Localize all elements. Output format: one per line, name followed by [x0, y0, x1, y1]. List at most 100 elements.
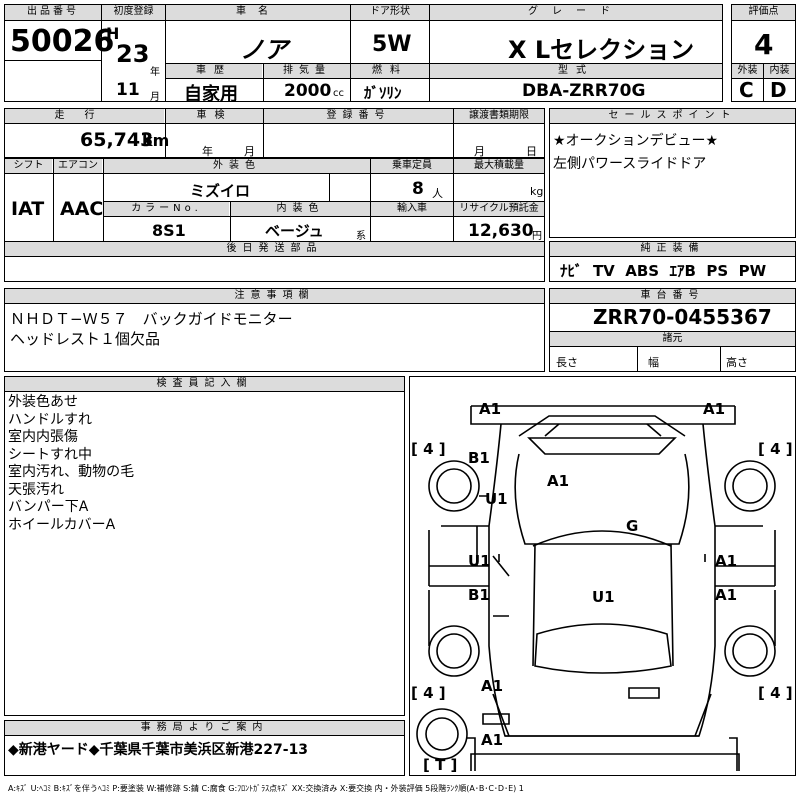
- tire-rear-right-value: 4: [770, 684, 781, 702]
- fuel-label: 燃料: [351, 64, 429, 78]
- tire-rear-left-value: 4: [423, 684, 434, 702]
- inspector-label: 検査員記入欄: [5, 377, 404, 391]
- load-label: 最大積載量: [454, 159, 544, 173]
- year-unit: 年: [150, 67, 160, 78]
- damage-roof: G: [626, 517, 639, 535]
- inspector-line: 天張汚れ: [8, 481, 64, 498]
- load-unit: kg: [530, 185, 544, 198]
- tire-spare: [ T ]: [423, 756, 458, 774]
- width-label: 幅: [648, 356, 659, 369]
- notes-label: 注意事項欄: [5, 289, 544, 303]
- damage-rear-left: A1: [481, 677, 504, 695]
- recycle-unit: 円: [532, 231, 542, 242]
- chassis-label: 車台番号: [550, 289, 795, 303]
- office-text: ◆新港ヤード◆千葉県千葉市美浜区新港227-13: [8, 742, 309, 758]
- year: 23: [116, 40, 150, 68]
- later-parts-label: 後日発送部品: [5, 242, 544, 256]
- office-label: 事務局よりご案内: [5, 721, 404, 735]
- inspector-line: ハンドルすれ: [8, 411, 92, 428]
- month: 11: [116, 80, 140, 100]
- damage-hood: A1: [547, 472, 570, 490]
- transfer-month-unit: 月: [474, 145, 485, 158]
- tire-front-right-value: 4: [770, 440, 781, 458]
- diagram-cell: [409, 376, 796, 776]
- inspector-cell: [4, 376, 405, 716]
- inspector-line: バンパー下A: [8, 499, 89, 515]
- damage-door-rear-left: B1: [468, 586, 490, 604]
- model-label: 型式: [430, 64, 722, 78]
- chassis-cell: [549, 288, 796, 372]
- inspector-line: ホイールカバーA: [8, 516, 116, 533]
- history-label: 車歴: [166, 64, 262, 78]
- fuel-value: ｶﾞｿﾘﾝ: [364, 84, 402, 102]
- mileage-value: 65,743: [80, 129, 154, 151]
- displacement-value: 2000: [284, 81, 332, 101]
- car-name: ノア: [240, 36, 288, 64]
- sales-point-1: ★オークションデビュー★: [553, 133, 719, 149]
- inspection-year-unit: 年: [202, 145, 213, 158]
- damage-door-mid-right: A1: [715, 552, 738, 570]
- car-name-label: 車名: [166, 5, 350, 20]
- tire-rear-right: [ 4 ]: [758, 684, 793, 702]
- interior-color-unit: 系: [356, 231, 366, 242]
- interior-color-label: 内装色: [231, 202, 370, 216]
- capacity-unit: 人: [432, 187, 443, 200]
- damage-door-front-left: U1: [485, 490, 508, 508]
- notes-cell: [4, 288, 545, 372]
- inspector-line: 室内汚れ、動物の毛: [8, 464, 135, 480]
- first-reg-label: 初度登録: [102, 5, 165, 20]
- shift-label: シフト: [5, 159, 52, 173]
- color-label: 外装色: [104, 159, 370, 173]
- tire-front-right: [ 4 ]: [758, 440, 793, 458]
- recycle-value: 12,630: [468, 221, 534, 241]
- displacement-label: 排気量: [264, 64, 350, 78]
- damage-door-rear-right: A1: [715, 586, 738, 604]
- model-value: DBA-ZRR70G: [522, 81, 646, 101]
- grade-value: X Lセレクション: [508, 36, 695, 64]
- inspection-month-unit: 月: [244, 145, 255, 158]
- color-value: ミズイロ: [190, 182, 251, 200]
- damage-cabin-rear: U1: [592, 588, 615, 606]
- tire-front-left: [ 4 ]: [411, 440, 446, 458]
- lot-number: 50026: [10, 24, 115, 59]
- era: H: [106, 24, 120, 43]
- transfer-label: 譲渡書類期限: [454, 109, 544, 123]
- interior-color-value: ベージュ: [265, 222, 324, 240]
- office-cell: [4, 720, 405, 776]
- exterior-label: 外装: [732, 64, 763, 78]
- score-value: 4: [754, 28, 774, 61]
- capacity-value: 8: [412, 179, 424, 199]
- recycle-label: リサイクル預託金: [454, 202, 544, 216]
- tire-spare-value: T: [435, 756, 446, 774]
- car-diagram: [416, 405, 776, 771]
- history-strip: [165, 63, 723, 102]
- inspector-line: 室内内張傷: [8, 429, 78, 445]
- genuine-label: 純正装備: [550, 242, 795, 256]
- damage-door-mid-left: U1: [468, 552, 491, 570]
- color-no-value: 8S1: [152, 221, 186, 240]
- sales-point-2: 左側パワースライドドア: [553, 156, 707, 172]
- tire-rear-left: [ 4 ]: [411, 684, 446, 702]
- later-parts-cell: [4, 241, 545, 282]
- shift-value: IAT: [11, 198, 45, 220]
- inspection-label: 車検: [166, 109, 263, 123]
- score-label: 評価点: [732, 5, 795, 20]
- notes-line-2: ヘッドレスト１個欠品: [10, 330, 161, 348]
- sales-label: セールスポイント: [550, 109, 795, 123]
- lot-label: 出品番号: [5, 5, 101, 20]
- displacement-unit: cc: [333, 88, 344, 99]
- damage-fender-left: B1: [468, 449, 490, 467]
- tire-front-left-value: 4: [423, 440, 434, 458]
- spec-label: 諸元: [550, 332, 795, 346]
- ac-label: エアコン: [54, 159, 102, 173]
- inspector-notes: 外装色あせ ハンドルすれ 室内内張傷 シートすれ中 室内汚れ、動物の毛 天張汚れ…: [8, 394, 134, 534]
- color-no-label: カラーNo.: [104, 202, 229, 216]
- legend: A:ｷｽﾞ U:ﾍｺﾐ B:ｷｽﾞを伴うﾍｺﾐ P:要塗装 W:補修跡 S:錆 …: [8, 784, 524, 793]
- grade-label: グレード: [430, 5, 722, 20]
- row2: [4, 108, 545, 158]
- ac-value: AAC: [60, 198, 104, 220]
- interior-label: 内装: [764, 64, 795, 78]
- length-label: 長さ: [556, 356, 578, 369]
- height-label: 高さ: [726, 356, 748, 369]
- import-label: 輸入車: [371, 202, 453, 216]
